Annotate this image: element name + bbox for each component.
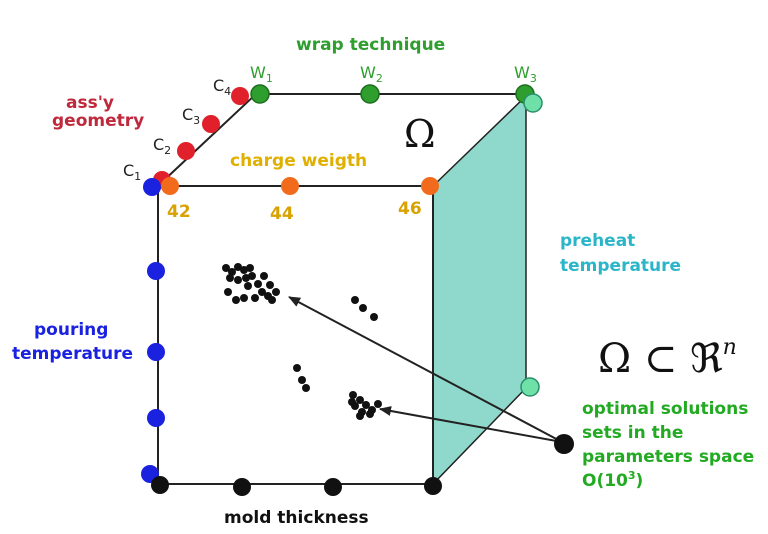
solution-dot xyxy=(254,280,262,288)
solution-dot xyxy=(258,288,266,296)
charge-weight-value: 42 xyxy=(167,202,191,222)
solution-dot xyxy=(302,384,310,392)
solution-dot xyxy=(349,391,357,399)
mold-thickness-label: mold thickness xyxy=(224,508,369,528)
mold-thickness-point xyxy=(233,478,251,496)
preheat-point-bottom xyxy=(520,377,540,397)
pouring-point xyxy=(147,343,165,361)
mold-thickness-point xyxy=(424,477,442,495)
wrap-point-label-w3: W3 xyxy=(514,63,537,85)
wrap-point-w1 xyxy=(250,84,270,104)
solution-dot xyxy=(348,398,356,406)
solution-dot xyxy=(234,276,242,284)
solution-dot xyxy=(351,296,359,304)
optimal-label-line3: parameters space xyxy=(582,447,754,467)
solution-dot xyxy=(246,264,254,272)
charge-weight-label: charge weigth xyxy=(230,151,367,171)
solution-dot xyxy=(226,274,234,282)
optimal-line4-post: ) xyxy=(636,471,644,491)
solution-dot xyxy=(362,401,370,409)
geometry-point-c2 xyxy=(177,142,195,160)
omega-subset-expression: Ω ⊂ ℜn xyxy=(598,335,737,382)
solution-dot xyxy=(272,288,280,296)
charge-weight-point xyxy=(421,177,439,195)
omega-label: Ω xyxy=(404,112,436,156)
pouring-point xyxy=(147,409,165,427)
pouring-temperature-points xyxy=(141,178,165,483)
solution-dot xyxy=(298,376,306,384)
omega-subset-exponent: n xyxy=(723,335,737,360)
wrap-technique-label: wrap technique xyxy=(296,35,445,55)
geometry-point-c4 xyxy=(231,87,249,105)
solution-dot xyxy=(232,296,240,304)
preheat-label-line1: preheat xyxy=(560,231,635,251)
solution-dot xyxy=(224,288,232,296)
mold-thickness-point xyxy=(151,476,169,494)
optimal-line4-pre: O(10 xyxy=(582,471,628,491)
solution-dot xyxy=(222,264,230,272)
solution-dot xyxy=(234,263,242,271)
solution-dot xyxy=(359,304,367,312)
solution-dot xyxy=(244,282,252,290)
pouring-point xyxy=(147,262,165,280)
wrap-technique-points: W1 W2 W3 xyxy=(250,63,537,104)
arrow-to-cluster-upper xyxy=(288,296,563,443)
solution-dot xyxy=(260,272,268,280)
charge-weight-points: 42 44 46 xyxy=(161,177,439,224)
geometry-points: C1 C2 C3 C4 xyxy=(123,76,249,189)
solution-dot xyxy=(266,281,274,289)
solution-dot xyxy=(248,272,256,280)
charge-weight-point xyxy=(161,177,179,195)
charge-weight-value: 46 xyxy=(398,199,422,219)
geometry-point-label-c4: C4 xyxy=(213,76,231,98)
solution-dot xyxy=(374,400,382,408)
pouring-label-line2: temperature xyxy=(12,344,133,364)
solution-dot xyxy=(366,410,374,418)
preheat-point-top xyxy=(523,93,543,113)
optimal-line4-exp: 3 xyxy=(628,469,636,482)
edge-diagonal-left xyxy=(159,93,257,185)
wrap-point-w2 xyxy=(360,84,380,104)
pouring-label-line1: pouring xyxy=(34,320,108,340)
arrow-to-cluster-lower xyxy=(379,406,563,443)
optimal-solutions-point xyxy=(554,434,574,454)
geometry-label: geometry xyxy=(52,111,144,131)
charge-weight-value: 44 xyxy=(270,204,294,224)
solution-dot xyxy=(370,313,378,321)
solution-dot xyxy=(240,294,248,302)
solution-dot xyxy=(356,396,364,404)
geometry-point-c3 xyxy=(202,115,220,133)
solution-dot xyxy=(293,364,301,372)
preheat-label-line2: temperature xyxy=(560,256,681,276)
solution-clusters xyxy=(222,263,382,420)
assy-label: ass'y xyxy=(66,93,114,113)
wrap-point-label-w1: W1 xyxy=(250,63,273,85)
optimal-label-line4: O(103) xyxy=(582,469,643,491)
pouring-point xyxy=(143,178,161,196)
solution-dot xyxy=(356,412,364,420)
solution-dot xyxy=(268,296,276,304)
mold-thickness-points xyxy=(151,476,442,496)
solution-dot xyxy=(251,294,259,302)
omega-subset-text: Ω ⊂ ℜ xyxy=(598,336,723,382)
geometry-point-label-c3: C3 xyxy=(182,105,200,127)
geometry-point-label-c2: C2 xyxy=(153,135,171,157)
preheat-plane xyxy=(432,94,527,486)
optimal-label-line1: optimal solutions xyxy=(582,399,748,419)
geometry-point-label-c1: C1 xyxy=(123,161,141,183)
charge-weight-point xyxy=(281,177,299,195)
optimal-label-line2: sets in the xyxy=(582,423,683,443)
wrap-point-label-w2: W2 xyxy=(360,63,383,85)
mold-thickness-point xyxy=(324,478,342,496)
